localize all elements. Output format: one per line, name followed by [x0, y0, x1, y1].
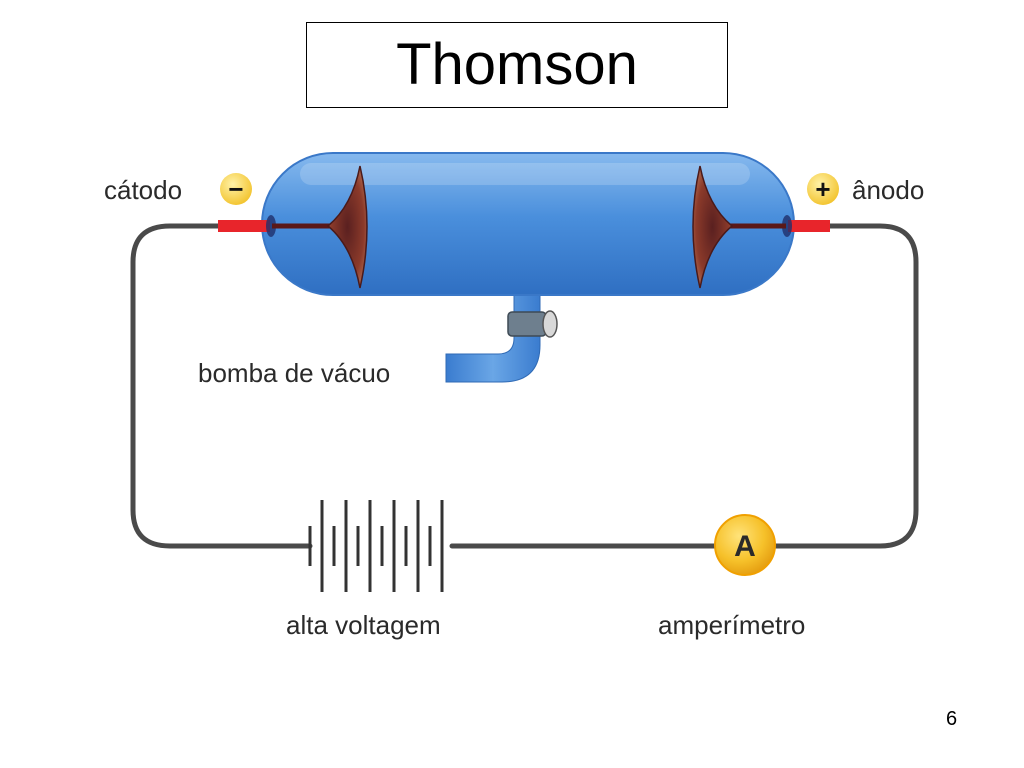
ammeter-label: amperímetro [658, 610, 805, 640]
plus-sign: + [815, 174, 830, 204]
tube-highlight [300, 163, 750, 185]
vacuum-valve [507, 311, 547, 337]
circuit-wire [130, 223, 919, 549]
minus-sign: − [228, 174, 243, 204]
cathode-electrode [218, 220, 270, 232]
high-voltage-label: alta voltagem [286, 610, 441, 640]
vacuum-valve-knob [542, 310, 558, 338]
cathode-label: cátodo [104, 175, 182, 205]
ammeter [714, 514, 776, 576]
battery-symbol [308, 500, 444, 592]
title-box: Thomson [306, 22, 728, 108]
cathode-cone [326, 165, 368, 289]
vacuum-pump-label: bomba de vácuo [198, 358, 390, 388]
plus-badge [807, 173, 839, 205]
minus-badge [220, 173, 252, 205]
anode-cone [692, 165, 734, 289]
ammeter-symbol: A [734, 530, 756, 563]
anode-electrode [788, 220, 830, 232]
anode-label: ânodo [852, 175, 924, 205]
anode-seal [782, 215, 792, 237]
cathode-seal [266, 215, 276, 237]
page-number: 6 [946, 708, 958, 730]
page-title: Thomson [396, 32, 638, 97]
